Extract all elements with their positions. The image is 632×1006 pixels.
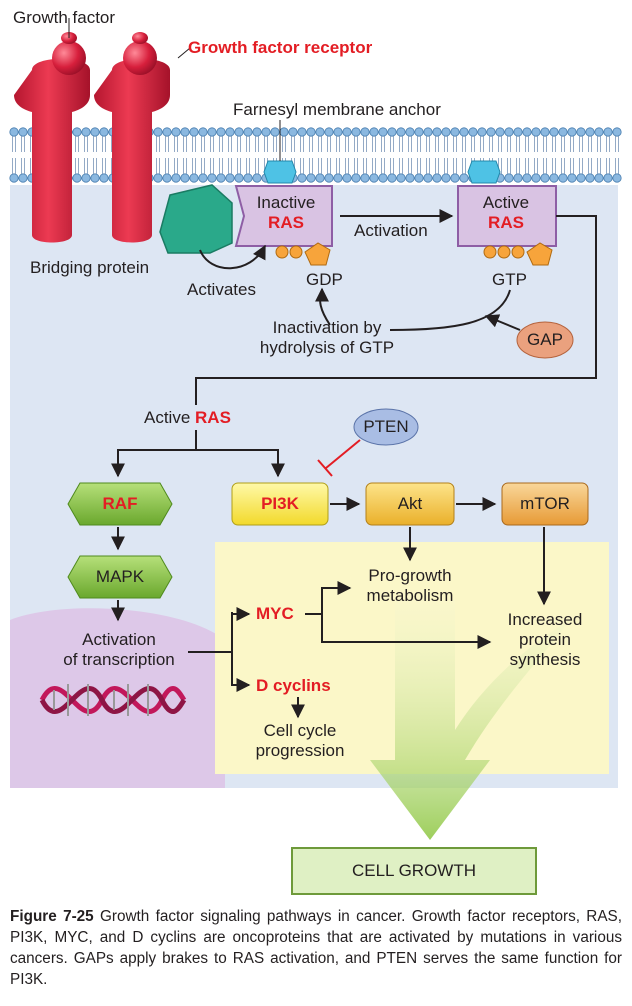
raf-label: RAF (102, 494, 138, 513)
growth-factor-receptor-left (14, 32, 90, 243)
bridging-protein-label: Bridging protein (30, 258, 150, 277)
inactive-label: Inactive (256, 193, 316, 212)
inactivation-line1: Inactivation by (272, 318, 382, 337)
nucleus (10, 608, 225, 788)
mtor-box (501, 482, 589, 526)
dna-helix (39, 684, 187, 716)
pro-growth-line1: Pro-growth (368, 566, 452, 585)
gtp-label: GTP (492, 270, 527, 289)
farnesyl-anchor-inactive (263, 160, 297, 184)
gap-protein (516, 321, 574, 359)
growth-factor-receptor-label: Growth factor receptor (188, 38, 373, 57)
d-cyclins-label: D cyclins (256, 676, 331, 695)
inactivation-label: Inactivation by hydrolysis of GTP (232, 318, 422, 358)
activation-of-line2: of transcription (63, 650, 175, 669)
growth-factor-label: Growth factor (13, 8, 116, 27)
line-transcription (188, 612, 233, 686)
akt-box (365, 482, 455, 526)
cell-membrane (9, 125, 622, 185)
activation-of-transcription-label: Activation of transcription (44, 630, 194, 670)
activates-label: Activates (187, 280, 256, 299)
pro-growth-line2: metabolism (366, 586, 454, 605)
gdp-molecule (275, 242, 331, 266)
raf-box (67, 482, 173, 526)
gap-label: GAP (527, 330, 563, 349)
myc-label: MYC (256, 604, 294, 623)
mapk-box (67, 555, 173, 599)
pten-protein (353, 408, 419, 446)
activation-of-line1: Activation (82, 630, 156, 649)
active-label: Active (482, 193, 530, 212)
active-ras-suffix: RAS (195, 408, 231, 427)
pro-growth-metabolism-label: Pro-growth metabolism (350, 566, 470, 606)
arrow-myc-protein (321, 614, 492, 649)
growth-factor-receptor-right (94, 32, 170, 243)
mtor-label: mTOR (520, 494, 570, 513)
growth-factor-ligand-left (52, 41, 86, 75)
caption-text: Growth factor signaling pathways in canc… (10, 908, 622, 988)
akt-label: Akt (397, 494, 423, 513)
gtp-molecule (483, 242, 553, 266)
increased-line3: synthesis (509, 650, 581, 669)
cell-growth-box (291, 847, 537, 895)
line-active-ras (195, 215, 597, 405)
pten-inhibition (317, 439, 361, 477)
active-ras-prefix: Active (144, 408, 191, 427)
pi3k-box (231, 482, 329, 526)
arrow-to-raf (111, 430, 197, 478)
figure-caption: Figure 7-25 Growth factor signaling path… (10, 906, 622, 990)
pi3k-label: PI3K (261, 494, 299, 513)
cell-growth-label: CELL GROWTH (351, 861, 477, 880)
farnesyl-anchor-label: Farnesyl membrane anchor (233, 100, 441, 119)
figure-label: Figure 7-25 (10, 908, 94, 925)
cell-growth-arrow (370, 600, 570, 840)
bridging-protein (159, 184, 233, 254)
ras-label-active: RAS (488, 213, 524, 232)
active-ras-branch-label: Active RAS (144, 408, 231, 428)
pten-label: PTEN (363, 417, 409, 436)
ras-label-inactive: RAS (268, 213, 304, 232)
arrow-gap (484, 314, 521, 331)
arrow-activates (199, 244, 266, 270)
cell-cycle-progression-label: Cell cycle progression (240, 721, 360, 761)
increased-protein-synthesis-label: Increased protein synthesis (490, 610, 600, 670)
mapk-label: MAPK (95, 567, 145, 586)
arrow-to-pi3k (196, 449, 285, 478)
activation-label: Activation (354, 221, 428, 240)
active-ras-label: Active RAS (466, 193, 546, 233)
farnesyl-anchor-active (467, 160, 501, 184)
arrow-myc-metabolism (305, 581, 352, 615)
inactive-ras-label: Inactive RAS (246, 193, 326, 233)
increased-line1: Increased (507, 610, 583, 629)
active-ras-box (457, 185, 557, 247)
cell-cycle-line1: Cell cycle (263, 721, 337, 740)
gdp-label: GDP (306, 270, 343, 289)
increased-line2: protein (519, 630, 571, 649)
inactivation-line2: hydrolysis of GTP (259, 338, 395, 357)
cell-cycle-line2: progression (255, 741, 345, 760)
